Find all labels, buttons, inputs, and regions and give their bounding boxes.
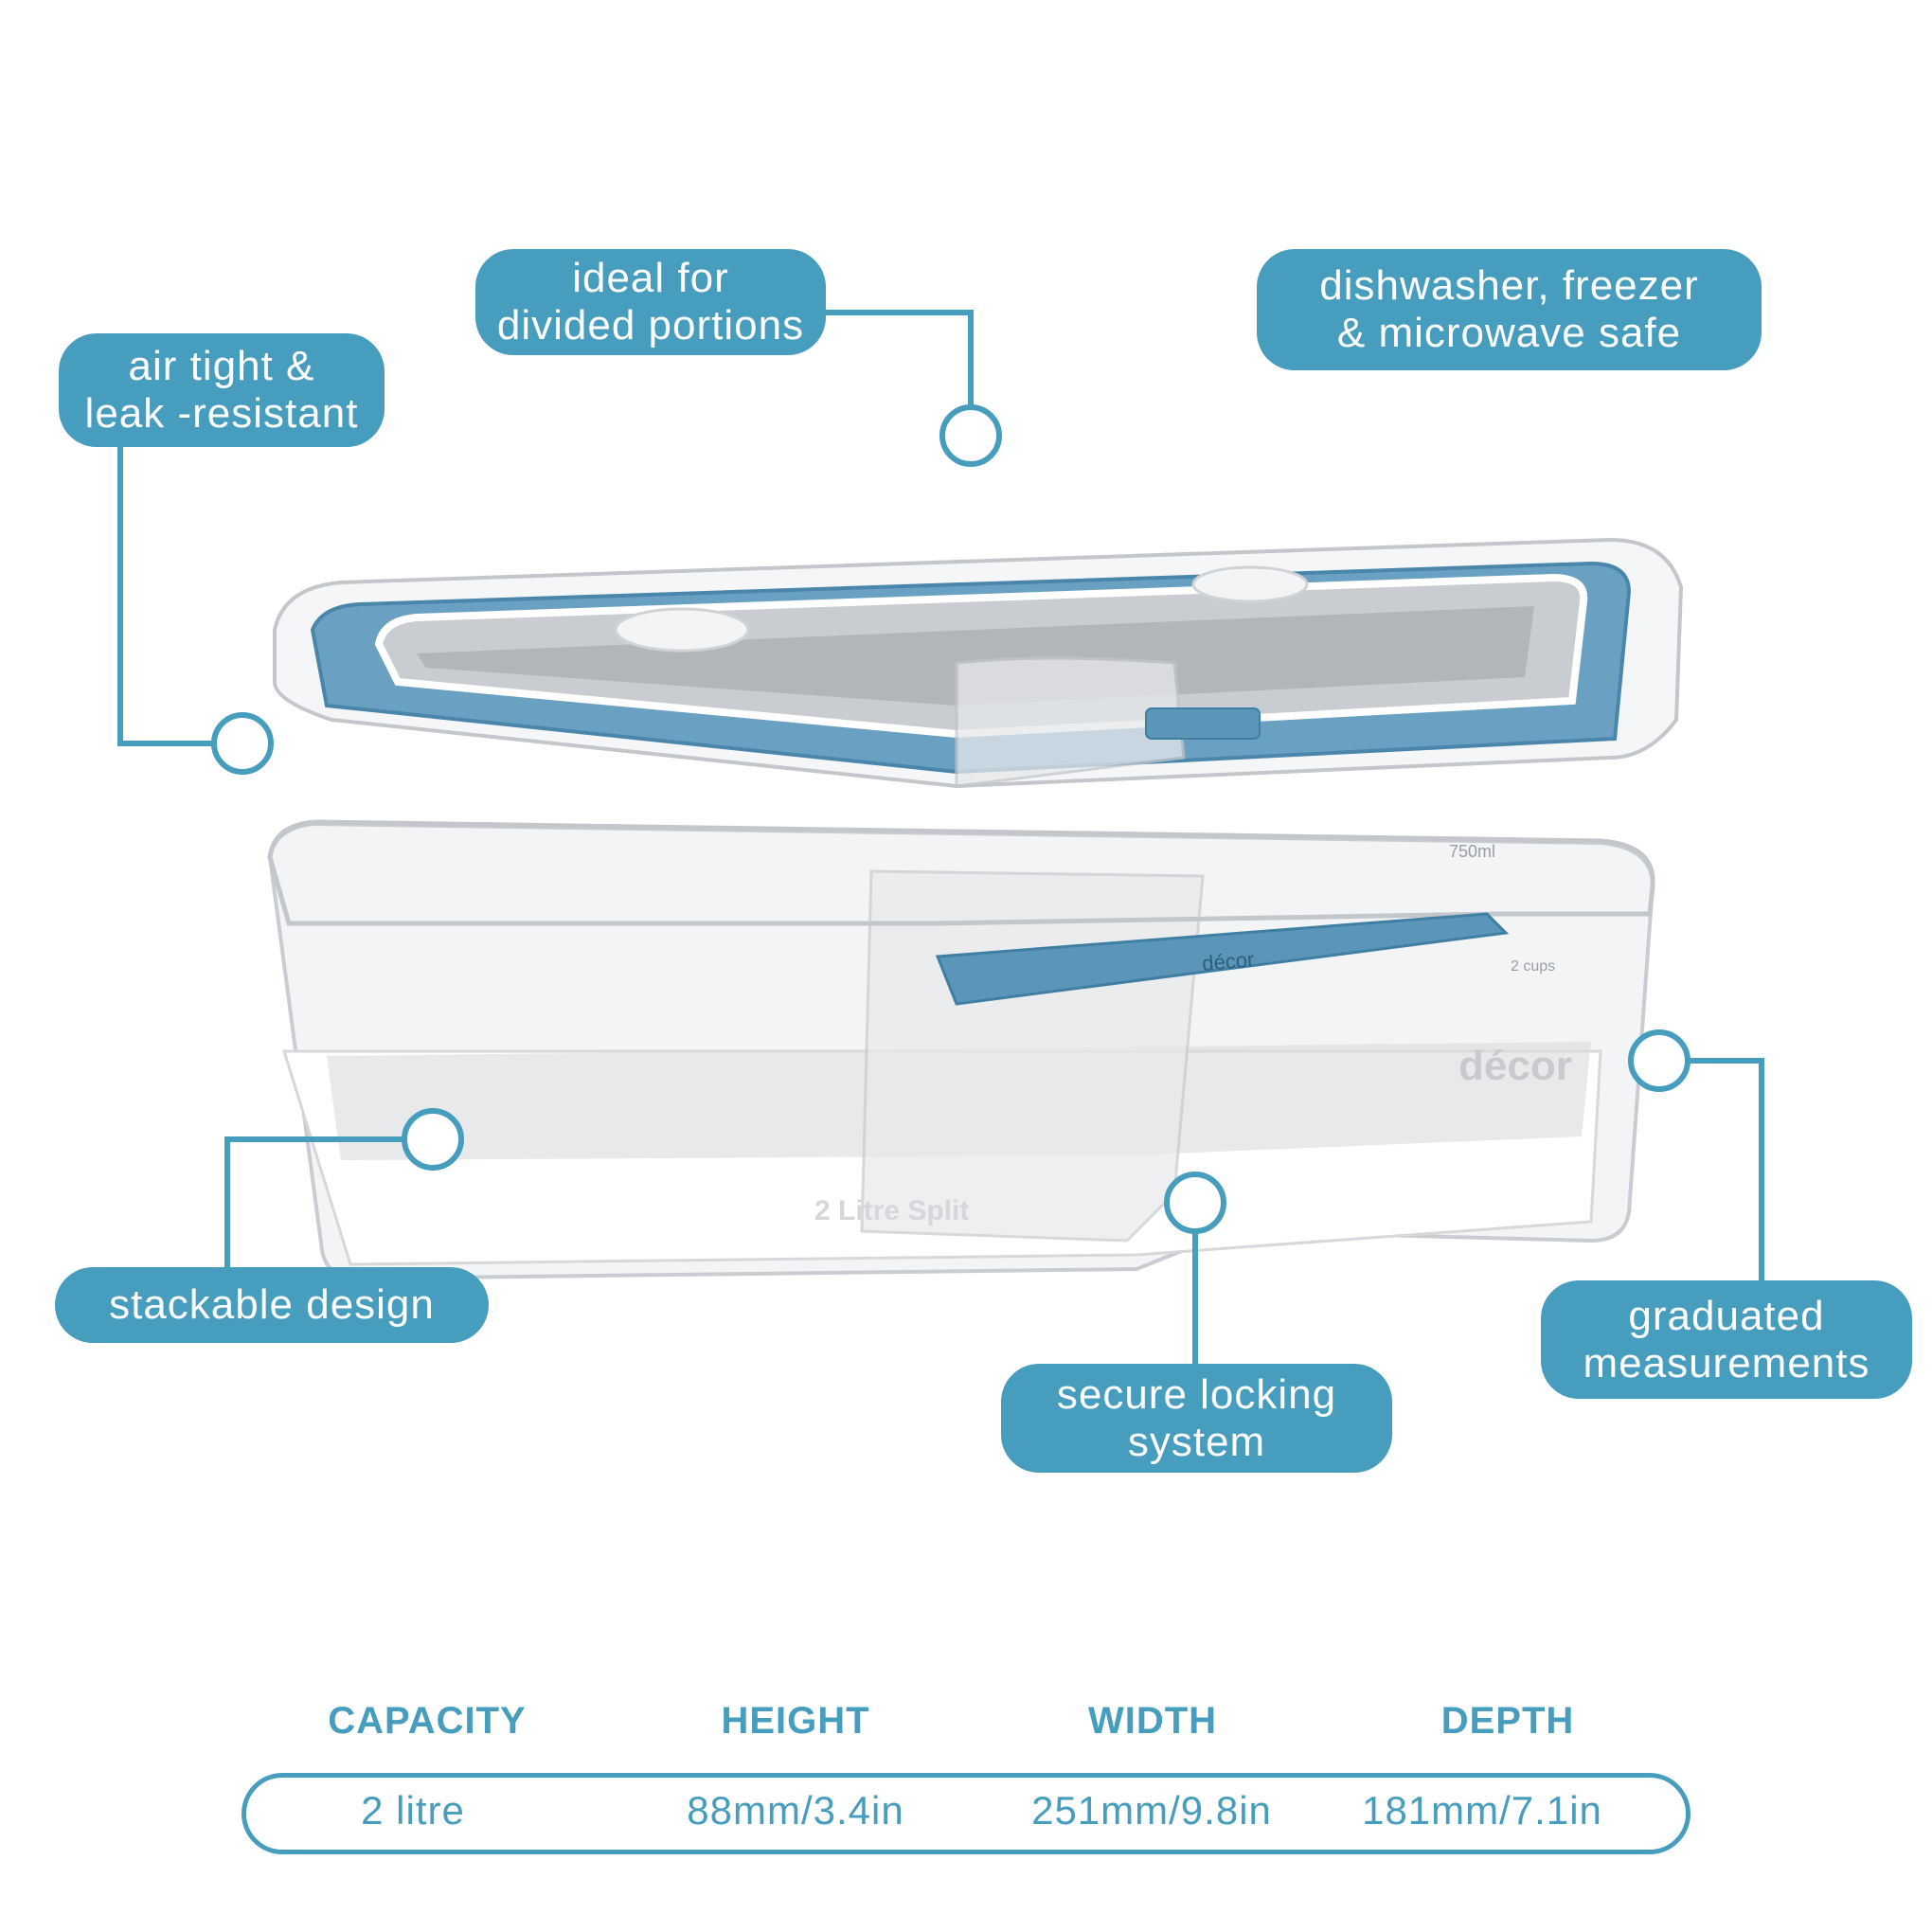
feature-divided-portions: ideal for divided portions <box>475 249 826 355</box>
feature-divided-line1: ideal for <box>572 255 729 301</box>
capacity-mark-text: 2 Litre Split <box>814 1195 969 1226</box>
vent-right <box>1191 565 1309 603</box>
measure-ml-text: 750ml <box>1449 842 1495 861</box>
feature-locking-line1: secure locking <box>1056 1370 1337 1418</box>
brand-latch-text: décor <box>1201 947 1255 975</box>
spec-values-box <box>242 1773 1690 1854</box>
spec-header-height: HEIGHT <box>721 1700 870 1742</box>
feature-dishwasher-line2: & microwave safe <box>1336 310 1682 356</box>
lid <box>273 537 1684 789</box>
feature-graduated-line1: graduated <box>1628 1292 1825 1339</box>
feature-graduated-line2: measurements <box>1583 1339 1870 1386</box>
spec-value-width: 251mm/9.8in <box>1031 1788 1272 1833</box>
feature-air-tight-line2: leak -resistant <box>84 390 359 437</box>
feature-stackable-line1: stackable design <box>109 1281 435 1328</box>
feature-air-tight-line1: air tight & <box>128 343 315 389</box>
feature-dishwasher-safe: dishwasher, freezer & microwave safe <box>1257 249 1762 370</box>
feature-stackable: stackable design <box>55 1267 489 1343</box>
spec-value-height: 88mm/3.4in <box>687 1788 904 1833</box>
spec-value-capacity: 2 litre <box>361 1788 465 1833</box>
callout-connectors <box>117 310 1764 1364</box>
brand-side-text: décor <box>1458 1043 1572 1089</box>
feature-divided-line2: divided portions <box>496 302 805 349</box>
spec-header-depth: DEPTH <box>1440 1700 1575 1742</box>
vent-left <box>614 607 750 653</box>
spec-value-depth: 181mm/7.1in <box>1362 1788 1602 1833</box>
feature-graduated: graduated measurements <box>1541 1280 1912 1399</box>
feature-air-tight: air tight & leak -resistant <box>59 333 385 447</box>
spec-header-capacity: CAPACITY <box>328 1700 527 1742</box>
feature-locking-line2: system <box>1127 1418 1266 1465</box>
measure-cups-text: 2 cups <box>1511 958 1555 975</box>
spec-header-width: WIDTH <box>1087 1700 1218 1742</box>
feature-dishwasher-line1: dishwasher, freezer <box>1319 262 1699 309</box>
container-base: décor 2 Litre Split 750ml 2 cups décor <box>267 819 1655 1281</box>
feature-secure-locking: secure locking system <box>1001 1364 1392 1473</box>
